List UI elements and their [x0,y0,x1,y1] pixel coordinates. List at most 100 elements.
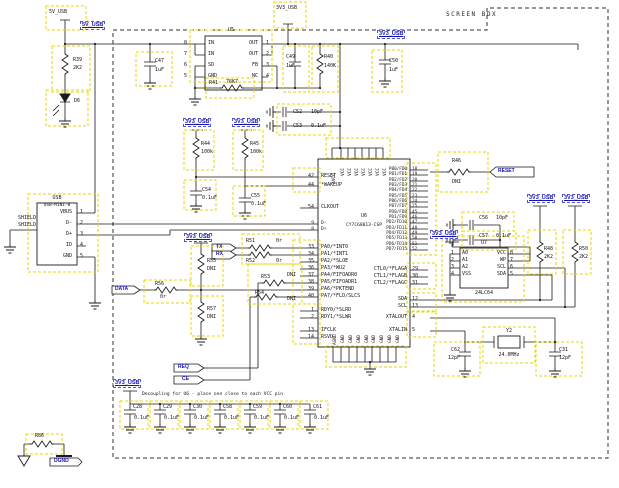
u6-gnd-label: GND [395,335,401,343]
r51-value: 0r [276,238,283,244]
u5-right-pin-numbers: 1 2 3 4 [266,40,270,79]
tag-rx: RX [216,251,223,257]
u6-fd-bus-numbers: 18 19 20 21 22 23 24 25 45 46 47 48 49 5… [412,167,418,252]
u6-agnd-label: AGND [332,334,338,345]
u5-right-pin-names: OUT OUT FB NC [248,40,258,79]
r57-label: R57 DNI [207,306,217,320]
net-label-3v3-rail: 3V3_USB [377,30,406,39]
r53-ref: R53 [261,274,271,280]
u7-right-pin-numbers: 8 7 6 5 [510,250,514,277]
tag-req: REQ [178,364,189,370]
usb-value: USB-MINI-B [43,203,71,208]
usb-pin-numbers: 1 2 3 4 5 [80,209,84,259]
c59-value: 0.1uF [254,415,270,421]
d6-label: D6 [74,98,81,104]
r56-value: 0r [160,294,167,300]
u6-vcc-label: VCC [354,168,360,176]
u5-left-pin-names: IN IN SD GND [208,40,218,79]
r40-label: R40 140K [324,54,337,69]
usb-pin-names: VBUS D- D+ ID GND [59,209,72,259]
c60-value: 0.1uF [284,415,300,421]
u6-vcc-label: VCC [340,168,346,176]
u7-right-pin-names: VCC WP SCL SDA [496,250,506,277]
c53-value: 0.1uF [311,123,327,129]
u6-xtalin-pin: XTALIN [388,327,407,333]
u5-left-pin-numbers: 8 7 6 5 [184,40,188,79]
u6-clkout-pin: CLKOUT [321,204,340,210]
net-label-5v-usb: 5V_USB [80,21,106,30]
c62-label: C62 12pF [447,347,460,361]
c47-label: C47 1uF [155,58,165,73]
u6-gnd-label: GND [348,335,354,343]
r54-ref: R54 [255,290,265,296]
u7-left-pin-numbers: 1 2 3 4 [450,250,454,277]
r39-label: R39 2K2 [73,57,83,71]
u6-rdy-numbers: 1 2 [310,307,314,320]
c57-ref: C57 [479,233,489,239]
u6-ref: U6 [360,213,368,219]
c29-ref: C29 [163,404,173,410]
u7-part-number: 24LC64 [474,290,494,296]
tag-dgnd: DGND [54,458,69,464]
u6-rdy-pins: RDY0/*SLRD RDY1/*SLWR [321,307,352,320]
r44-label: R44 100k [201,141,214,155]
u6-avcc-label: AVCC [331,173,337,184]
u7-left-pin-names: A0 A1 A2 VSS [462,250,472,277]
u6-gnd-label: GND [356,335,362,343]
u6-vcc-label: VCC [368,168,374,176]
u6-i2c-numbers: 12 13 [412,296,419,309]
screen-box-label: SCREEN BOX [446,11,498,18]
u6-vcc-label: VCC [347,168,353,176]
u7-ref: U7 [480,240,488,246]
u6-reset-wakeup-numbers: 42 44 [307,173,314,188]
c30-value: 0.1uF [194,415,210,421]
net-label-3v3-r55: 3V3_USB [184,233,213,242]
net-label-3v3-dec: 3V3_USB [113,379,142,388]
c55-label: C55 0.1uF [251,193,267,207]
c31-label: C31 12pF [559,347,572,361]
r86-ref: R86 [35,433,45,439]
u6-xtalin-number: 5 [412,327,416,333]
r54-value: DNI [287,296,297,302]
u6-ifclk-rsvd-pins: IFCLK RSVD [321,327,337,340]
u6-usb-data-numbers: 9 8 [311,221,314,232]
u6-fd-bus-pins: PB0/FD0 PB1/FD1 PB2/FD2 PB3/FD3 PB4/FD4 … [386,167,407,252]
u6-ifclk-rsvd-numbers: 13 14 [307,327,314,340]
u6-vcc-label: VCC [361,168,367,176]
u6-porta-pins: PA0/*INT0 PA1/*INT1 PA2/*SLOE PA3/*WU2 P… [321,244,361,299]
u6-ctl-numbers: 29 30 31 [412,266,419,286]
c53-ref: C53 [293,123,303,129]
u6-usb-data-pins: D- D+ [321,221,327,232]
u6-gnd-label: GND [371,335,377,343]
u6-vcc-label: VCC [375,168,381,176]
tag-ce: CE [182,376,189,382]
tag-data: DATA [115,286,129,292]
power-flag-5v: 5V_USB [49,9,68,15]
u6-porta-numbers: 33 34 35 36 37 38 39 40 [307,244,314,299]
tag-reset: RESET [498,168,515,174]
c60-ref: C60 [283,404,293,410]
usb-ref: USB [52,195,62,201]
y2-ref: Y2 [505,328,513,334]
net-label-3v3-r45: 3V3_USB [232,118,261,127]
u6-i2c-pins: SDA SCL [397,296,407,309]
c28-value: 0.1uF [134,415,150,421]
u6-gnd-label: GND [387,335,393,343]
junction-dots [63,42,567,406]
u6-xtalout-pin: XTALOUT [385,314,407,320]
c59-ref: C59 [253,404,263,410]
r56-ref: R56 [155,281,165,287]
screen-box-outline [112,7,609,459]
r41-ref: R41 [209,80,219,86]
r41-value: 76K7 [226,79,239,85]
c56-ref: C56 [479,215,489,221]
component-bodies [17,35,521,467]
net-label-3v3-r48: 3V3_USB [527,194,556,203]
net-tags [49,166,535,467]
ground-symbols [3,77,562,434]
c61-ref: C61 [313,404,323,410]
u6-reset-wakeup-pins: RESET *WAKEUP [321,173,343,188]
net-label-3v3-u7: 3V3_USB [430,230,459,239]
